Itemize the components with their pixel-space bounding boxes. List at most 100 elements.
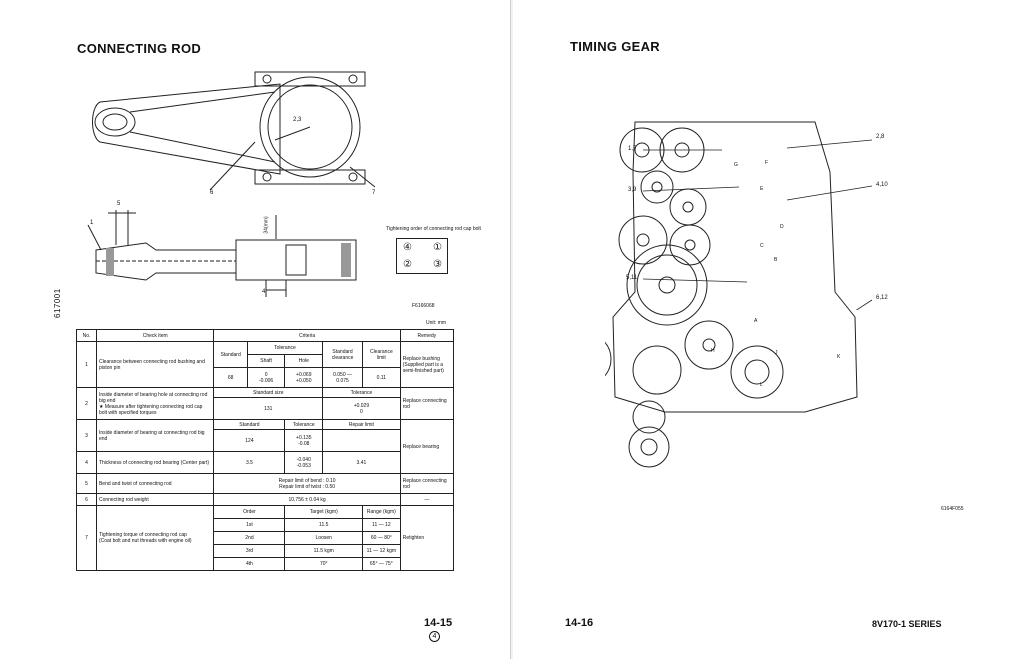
cell: 0.050 — 0.075 xyxy=(322,367,364,388)
cell: 1st xyxy=(213,518,286,532)
bolt-order-1: ① xyxy=(433,242,442,253)
callout-2-8: 2,8 xyxy=(876,134,885,140)
unit-label: Unit: mm xyxy=(426,320,446,326)
callout-6-12: 6,12 xyxy=(876,295,888,301)
cell: 10.756 ± 0.04 kg xyxy=(213,493,401,506)
cell: 124 xyxy=(213,429,286,452)
page-number: 14-15 xyxy=(424,617,453,629)
cell: Hole xyxy=(284,354,324,368)
cell: 70° xyxy=(284,557,364,571)
spec-table: No. Check item Criteria Remedy 1 Clearan… xyxy=(76,329,455,571)
table-row: 5 Bend and twist of connecting rod Repai… xyxy=(76,473,455,494)
row-check: Thickness of connecting rod bearing (Cen… xyxy=(95,451,215,474)
page-circle-number: 4 xyxy=(429,631,440,642)
page-title: CONNECTING ROD xyxy=(77,41,202,56)
row-no: 1 xyxy=(76,341,97,388)
cell: +0.135 -0.08 xyxy=(284,429,324,452)
cell: Clearance limit xyxy=(362,341,401,368)
table-row: 2nd Loosen 60 — 80° xyxy=(77,531,454,545)
cell: Tolerance xyxy=(246,341,324,355)
header-no: No. xyxy=(76,329,97,342)
row-remedy: Replace connecting rod xyxy=(399,473,455,494)
cell: Tolerance xyxy=(322,387,401,398)
table-row: 1 Clearance between connecting rod bushi… xyxy=(76,341,455,388)
cell: Order xyxy=(213,505,286,519)
callout-3-9: 3,9 xyxy=(628,187,637,193)
figure-code: 6164F055 xyxy=(941,506,964,512)
cell: Standard xyxy=(213,341,248,368)
gear-letter-h: H xyxy=(711,348,715,354)
header-criteria: Criteria xyxy=(213,329,401,342)
callout-6: 6 xyxy=(210,190,214,196)
table-row: 7 Tightening torque of connecting rod ca… xyxy=(76,505,455,571)
table-row: 3 Inside diameter of bearing at connecti… xyxy=(76,419,455,474)
cell: +0.069 +0.050 xyxy=(284,367,324,388)
cell: 3.5 xyxy=(213,451,286,474)
right-page: TIMING GEAR xyxy=(513,0,1024,659)
row-check: Bend and twist of connecting rod xyxy=(95,473,215,494)
series-label: 8V170-1 SERIES xyxy=(872,619,942,629)
callout-lines xyxy=(642,139,873,310)
bolt-order-4: ④ xyxy=(403,242,412,253)
row-check: Inside diameter of bearing hole at conne… xyxy=(95,387,215,420)
cell: Repair limit of bend : 0.10 Repair limit… xyxy=(213,473,401,494)
table-row: 4th 70° 65° — 75° xyxy=(77,557,454,571)
table-row: 124 +0.135 -0.08 xyxy=(77,429,454,452)
figure-code: F6166068 xyxy=(412,303,435,309)
bolt-order-2: ② xyxy=(403,259,412,270)
gear-letter-d: D xyxy=(780,224,784,230)
table-row: 2 Inside diameter of bearing hole at con… xyxy=(76,387,455,420)
cell: 60 — 80° xyxy=(362,531,401,545)
row-no: 7 xyxy=(76,505,97,571)
cell: Shaft xyxy=(246,354,286,368)
table-row: 6 Connecting rod weight 10.756 ± 0.04 kg… xyxy=(76,493,455,506)
row-no: 5 xyxy=(76,473,97,494)
left-page: CONNECTING ROD 617001 2,3 6 7 xyxy=(0,0,511,659)
cell xyxy=(322,429,401,452)
cell: 65° — 75° xyxy=(362,557,401,571)
page-number: 14-16 xyxy=(565,617,594,629)
gear-letter-b: B xyxy=(774,257,778,263)
cell: Loosen xyxy=(284,531,364,545)
gear-letter-j: J xyxy=(775,350,778,356)
cell: 3.41 xyxy=(322,451,401,474)
row-check: Clearance between connecting rod bushing… xyxy=(95,341,215,388)
callout-1-7: 1,7 xyxy=(628,146,637,152)
row-check: Inside diameter of bearing at connecting… xyxy=(95,419,215,452)
callout-4: 4 xyxy=(262,289,266,295)
table-row: 68 0 -0.006 +0.069 +0.050 0.050 — 0.075 … xyxy=(77,367,454,388)
gear-letter-l: L xyxy=(760,382,763,388)
header-remedy: Remedy xyxy=(399,329,455,342)
row-remedy: Replace bushing (Supplied part is a semi… xyxy=(399,341,455,388)
cell: 11.5 xyxy=(284,518,364,532)
cell: Standard size xyxy=(213,387,324,398)
cell: 131 xyxy=(213,397,324,420)
callout-5: 5 xyxy=(117,201,121,207)
cell: 3rd xyxy=(213,544,286,558)
cell: Range (kgm) xyxy=(362,505,401,519)
row-no: 6 xyxy=(76,493,97,506)
callout-4-10: 4,10 xyxy=(876,182,888,188)
row-remedy: — xyxy=(399,493,455,506)
callout-7: 7 xyxy=(372,190,376,196)
row-check: Connecting rod weight xyxy=(95,493,215,506)
row-no: 2 xyxy=(76,387,97,420)
cell: 4th xyxy=(213,557,286,571)
cell: 11 — 12 xyxy=(362,518,401,532)
table-row: 4 Thickness of connecting rod bearing (C… xyxy=(76,451,454,474)
cell: Standard clearance xyxy=(322,341,364,368)
row-no: 4 xyxy=(76,451,97,474)
row-remedy: Replace connecting rod xyxy=(399,387,455,420)
dimension-label: 34(mm) xyxy=(263,216,270,234)
callout-5-11: 5,11 xyxy=(626,275,638,281)
cell: Target (kgm) xyxy=(284,505,364,519)
cell: 0 -0.006 xyxy=(246,367,286,388)
cell: 2nd xyxy=(213,531,286,545)
gear-letter-c: C xyxy=(760,243,764,249)
tightening-note: Tightening order of connecting rod cap b… xyxy=(386,226,481,232)
bolt-order-box: ④ ① ② ③ xyxy=(396,238,448,274)
cell: Repair limit xyxy=(322,419,401,430)
header-check: Check item xyxy=(95,329,215,342)
cell: -0.040 -0.053 xyxy=(284,451,324,474)
connecting-rod-top-view xyxy=(92,71,376,191)
